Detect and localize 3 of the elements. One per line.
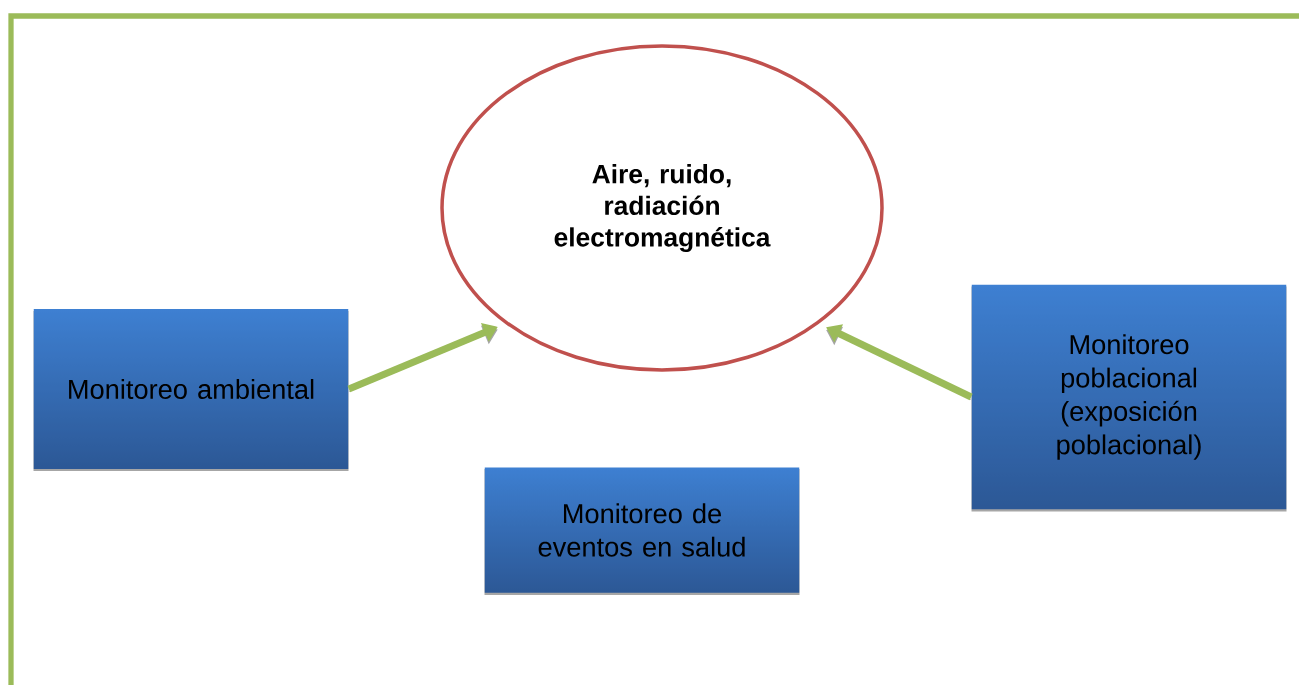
- process-box: Monitoreo poblacional (exposición poblacional): [971, 284, 1287, 512]
- process-box: Monitoreo ambiental: [33, 309, 349, 472]
- process-box: Monitoreo de eventos en salud: [484, 467, 800, 596]
